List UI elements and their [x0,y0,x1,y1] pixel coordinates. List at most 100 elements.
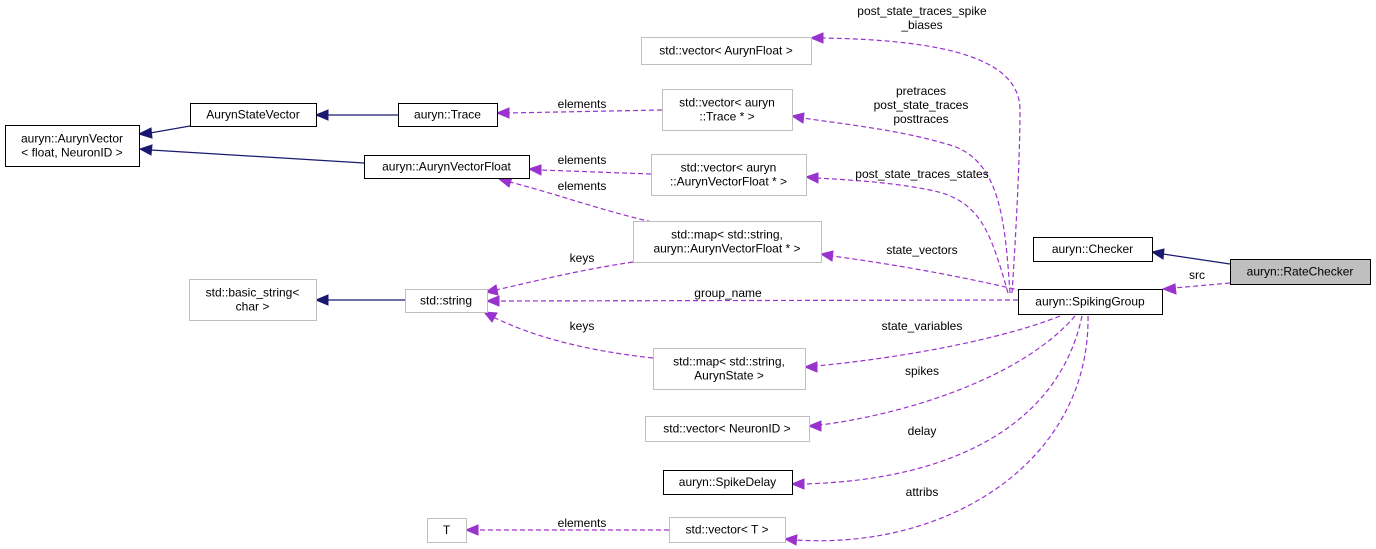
node-box[interactable] [653,348,806,390]
node-label-line: std::vector< NeuronID > [663,422,790,436]
arrow-head [482,311,498,323]
edge-delay [802,315,1083,485]
edge-spikes [819,315,1076,426]
arrow-head [485,295,500,307]
node-box[interactable] [645,416,810,442]
node-label-line: auryn::AurynVector [21,132,123,146]
arrow-head [790,478,805,490]
node-label-line: auryn::RateChecker [1247,265,1354,279]
labels-layer: post_state_traces_spike_biasespretracesp… [558,4,1205,530]
node-map-state[interactable]: std::map< std::string,AurynState > [653,348,806,390]
node-aurynstatevector[interactable]: AurynStateVector [190,103,317,127]
edge-label-pretraces: post_state_traces [874,98,969,112]
node-vec-t[interactable]: std::vector< T > [669,517,786,543]
edge-label-post-state-traces-spike: _biases [900,18,942,32]
node-string[interactable]: std::string [405,289,488,313]
node-label-line: ::Trace * > [699,110,754,124]
node-label-line: std::map< std::string, [671,228,783,242]
arrow-head [314,294,329,306]
edge-keys-map-avf [495,261,634,291]
edge-attribs [795,315,1089,542]
arrow-head [1161,283,1177,295]
arrow-head [527,164,542,176]
node-label-line: auryn::AurynVectorFloat [382,160,511,174]
edge-label-post-state-traces-spike: post_state_traces_spike [857,4,987,18]
node-box[interactable] [651,154,807,196]
node-box[interactable] [5,125,140,167]
edges-layer [137,32,1231,546]
arrow-head [790,112,805,124]
arrow-head [314,109,329,121]
arrow-head [803,361,818,373]
node-box[interactable] [633,221,822,263]
node-label-line: auryn::Trace [414,108,481,122]
node-label-line: char > [236,300,270,314]
edge-elements-trace [507,109,663,114]
node-box[interactable] [1033,237,1153,262]
arrow-head [809,32,824,44]
arrow-head [783,534,798,546]
node-label-line: < float, NeuronID > [21,146,122,160]
arrow-head [819,250,834,262]
node-box[interactable] [669,517,786,543]
edge-label-src: src [1189,268,1205,282]
edge-label-keys-map-avf: keys [570,251,595,265]
edge-label-elements-avf1: elements [558,153,607,167]
node-box[interactable] [663,470,793,495]
edge-state-variables [815,315,1061,367]
node-vec-avf[interactable]: std::vector< auryn::AurynVectorFloat * > [651,154,807,196]
node-box[interactable] [427,518,467,543]
node-label-line: std::vector< auryn [681,161,777,175]
edge-label-pretraces: pretraces [896,84,946,98]
node-aurynvector[interactable]: auryn::AurynVector< float, NeuronID > [5,125,140,167]
node-box[interactable] [398,103,498,127]
node-t[interactable]: T [427,518,467,543]
nodes-layer: auryn::AurynVector< float, NeuronID > Aur… [5,37,1371,543]
node-label-line: auryn::AurynVectorFloat * > [653,242,800,256]
edge-label-keys-map-state: keys [570,319,595,333]
edge-avf-inherits-aurynvector [150,149,365,164]
edge-elements-avf-vector [539,169,652,175]
arrow-head [1150,248,1165,260]
node-trace[interactable]: auryn::Trace [398,103,498,127]
node-spikinggroup[interactable]: auryn::SpikingGroup [1018,289,1163,315]
node-checker[interactable]: auryn::Checker [1033,237,1153,262]
arrow-head [464,524,479,536]
node-basic-string[interactable]: std::basic_string<char > [189,279,317,321]
node-box[interactable] [190,103,317,127]
edge-label-pretraces: posttraces [893,112,948,126]
node-box[interactable] [1230,259,1371,285]
edge-label-group-name: group_name [694,286,762,300]
edge-pretraces [802,117,1011,294]
edge-label-spikes: spikes [905,364,939,378]
edge-label-state-variables: state_variables [882,319,963,333]
node-label-line: std::vector< auryn [679,96,775,110]
node-label-line: AurynStateVector [206,108,299,122]
edge-src [1173,282,1231,289]
node-vec-trace[interactable]: std::vector< auryn::Trace * > [662,89,793,131]
node-label-line: auryn::SpikingGroup [1035,295,1145,309]
node-label-line: std::vector< AurynFloat > [659,44,792,58]
edge-label-attribs: attribs [906,485,939,499]
node-vec-aurynfloat[interactable]: std::vector< AurynFloat > [641,37,812,65]
node-box[interactable] [1018,289,1163,315]
node-label-line: std::vector< T > [686,523,769,537]
node-box[interactable] [405,289,488,313]
node-ratechecker[interactable]: auryn::RateChecker [1230,259,1371,285]
node-box[interactable] [662,89,793,131]
edge-label-post-state-traces-states: post_state_traces_states [855,167,988,181]
node-box[interactable] [189,279,317,321]
edge-statevector-inherits-aurynvector [149,125,191,134]
edge-label-elements-trace: elements [558,97,607,111]
node-vec-neuronid[interactable]: std::vector< NeuronID > [645,416,810,442]
node-box[interactable] [641,37,812,65]
arrow-head [807,420,822,432]
node-aurynvectorfloat[interactable]: auryn::AurynVectorFloat [364,155,530,179]
edge-post-state-traces-states [816,177,1009,294]
node-map-avf[interactable]: std::map< std::string,auryn::AurynVector… [633,221,822,263]
node-box[interactable] [364,155,530,179]
node-spikedelay[interactable]: auryn::SpikeDelay [663,470,793,495]
node-label-line: T [443,523,451,537]
edge-label-delay: delay [908,424,937,438]
